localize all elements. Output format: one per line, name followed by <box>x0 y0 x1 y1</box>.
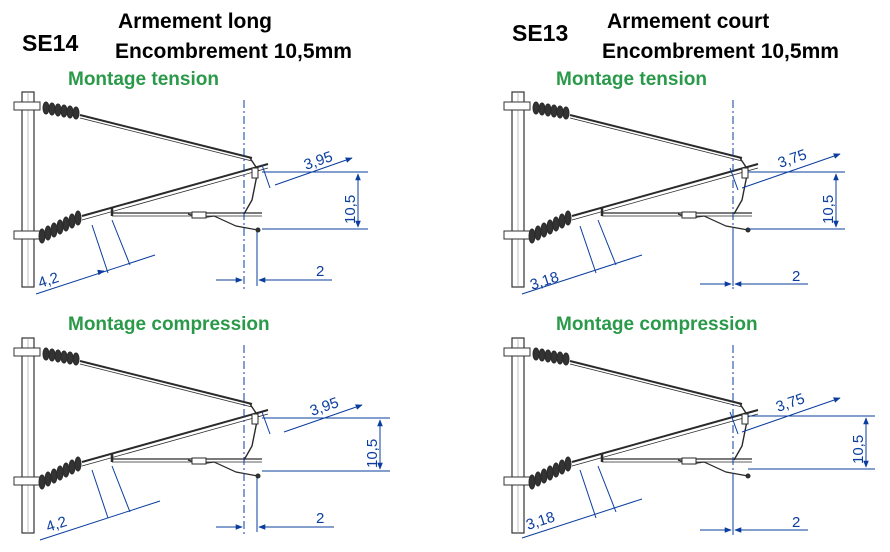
left-tension-dim-d: 2 <box>316 263 324 280</box>
left-tension-dim-a: 3,95 <box>302 148 335 174</box>
right-tension-label: Montage tension <box>556 69 707 90</box>
right-tension-dim-d: 2 <box>792 268 800 285</box>
left-tension-dim-b: 10,5 <box>342 195 359 224</box>
left-code: SE14 <box>22 30 79 56</box>
left-tension-dim-c: 4,2 <box>36 269 61 292</box>
left-compression-label: Montage compression <box>68 314 270 335</box>
right-title-line2: Encombrement 10,5mm <box>602 40 839 63</box>
right-tension-assembly <box>502 90 760 289</box>
right-compression-dim-a: 3,75 <box>774 390 807 416</box>
left-compression-dim-c: 4,2 <box>44 513 69 536</box>
left-title-line2: Encombrement 10,5mm <box>115 40 352 63</box>
left-compression-dim-b: 10,5 <box>364 439 381 468</box>
right-compression-dim-d: 2 <box>792 514 800 531</box>
right-compression-label: Montage compression <box>556 314 758 335</box>
right-tension-dim-b: 10,5 <box>820 195 837 224</box>
left-compression-dim-a: 3,95 <box>308 394 341 420</box>
right-compression-assembly <box>502 336 760 535</box>
right-compression-dim-b: 10,5 <box>850 435 867 464</box>
right-tension-dim-c: 3,18 <box>528 269 561 294</box>
right-tension-dim-a: 3,75 <box>776 146 809 172</box>
right-code: SE13 <box>512 20 569 46</box>
left-compression-assembly <box>12 336 270 535</box>
left-tension-assembly <box>12 90 270 289</box>
left-compression-dim-d: 2 <box>316 510 324 527</box>
right-title-line1: Armement court <box>607 10 770 33</box>
right-compression-dim-c: 3,18 <box>524 509 557 534</box>
left-title-line1: Armement long <box>118 10 273 33</box>
left-tension-label: Montage tension <box>68 69 219 90</box>
